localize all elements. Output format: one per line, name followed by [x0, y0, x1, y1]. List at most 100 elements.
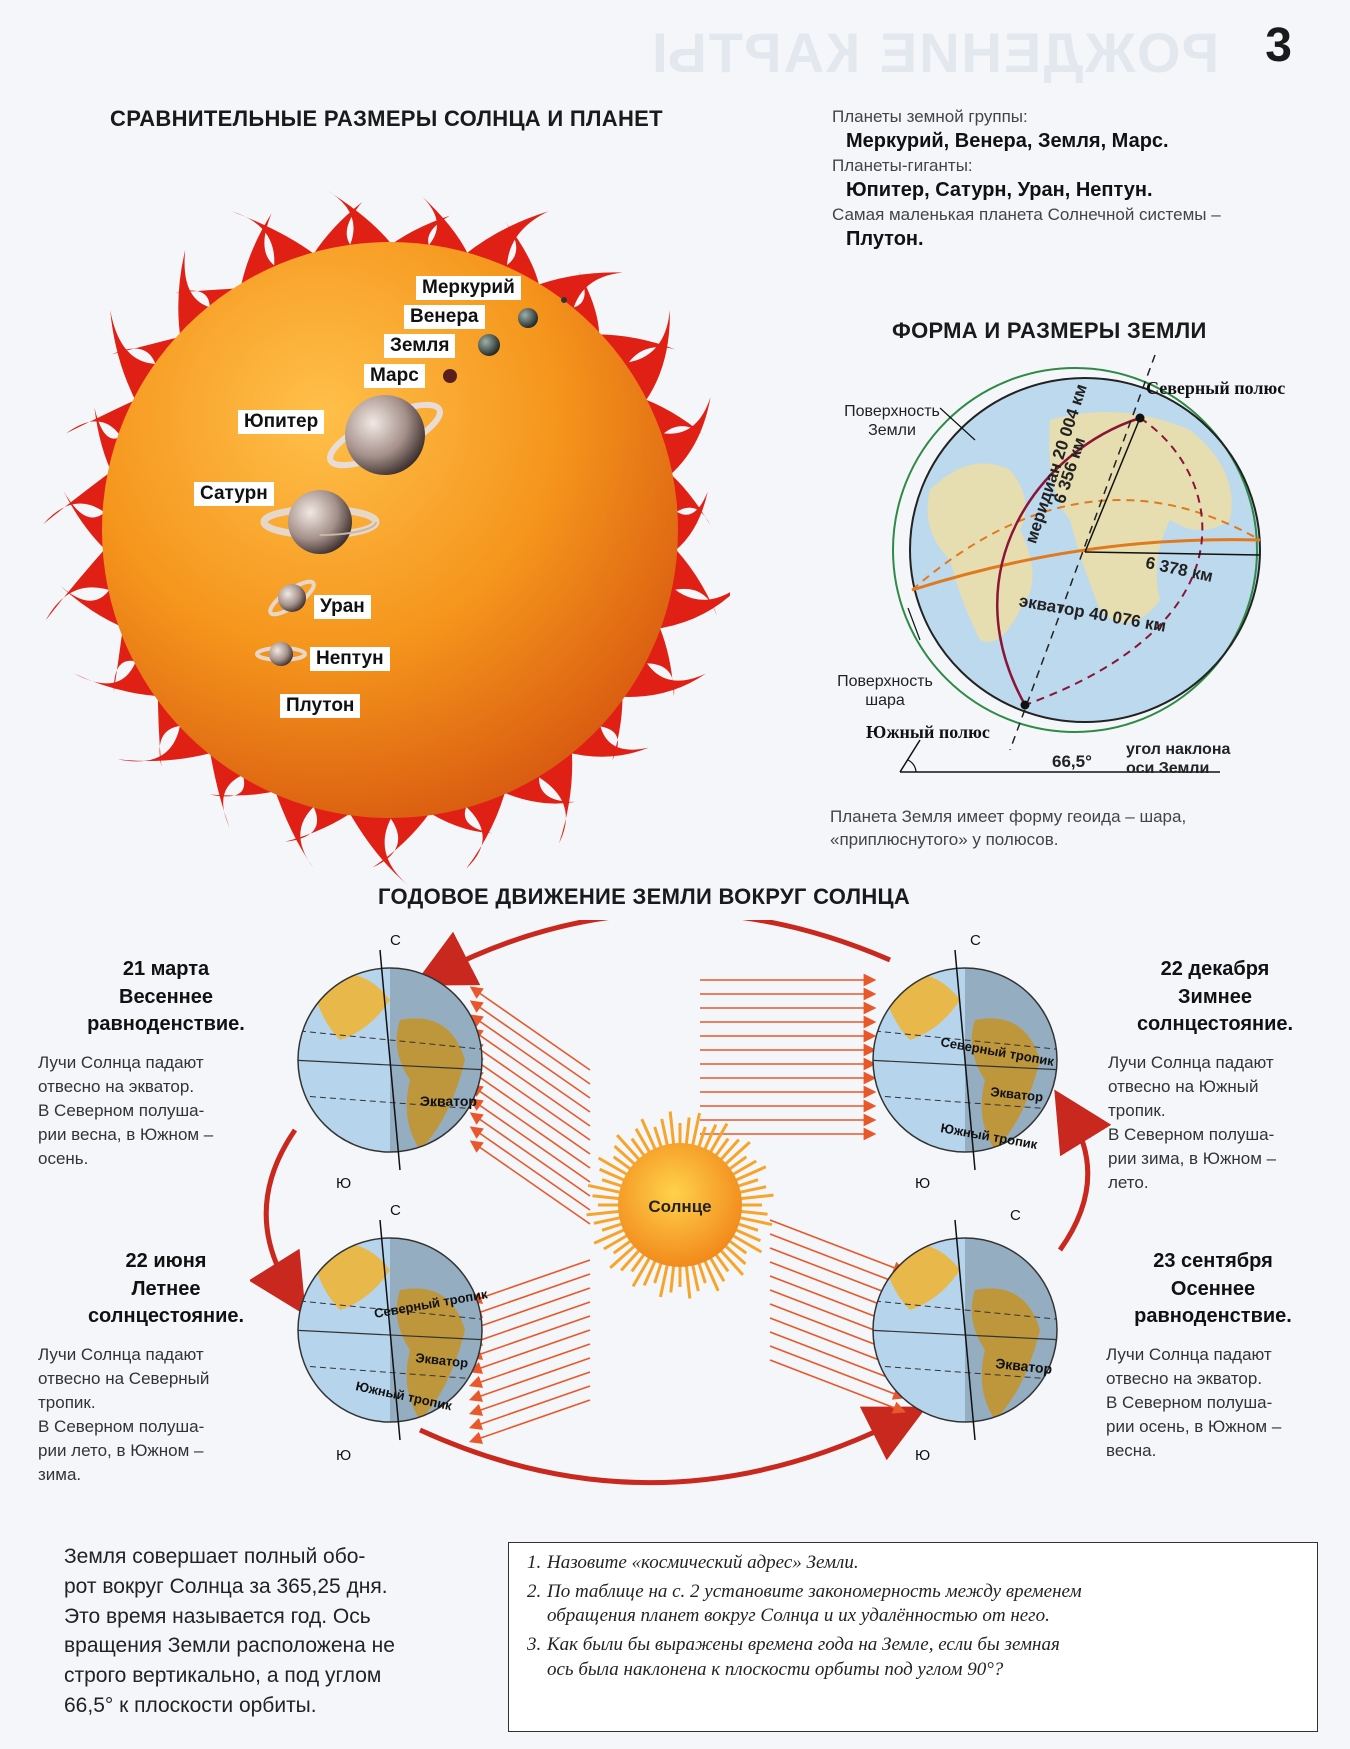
earth-section-title: ФОРМА И РАЗМЕРЫ ЗЕМЛИ	[892, 318, 1207, 343]
globe-december	[872, 949, 1058, 1171]
sun-planets-figure	[43, 189, 730, 886]
mercury-planet	[561, 297, 567, 303]
giants-label: Планеты-гиганты:	[832, 156, 973, 176]
sun-ray	[468, 1343, 591, 1388]
venus-planet	[518, 308, 538, 328]
december-equator-label: Экватор	[990, 1084, 1044, 1104]
orbit-arrow-bottom	[418, 1406, 927, 1486]
earth-surface-label: Поверхность Земли	[844, 403, 940, 440]
sun-disc	[102, 242, 678, 818]
season-march: 21 марта Весеннее равноденствие. Лучи Со…	[38, 958, 245, 1169]
sun-ray	[769, 1233, 906, 1288]
saturn-planet	[288, 490, 352, 554]
sun-ray	[469, 1000, 591, 1085]
questions-box: 1. Назовите «космический адрес» Земли. 2…	[508, 1542, 1318, 1732]
equatorial-radius-line	[1084, 551, 1261, 556]
march-equator-label: Экватор	[420, 1093, 477, 1109]
sun-flame	[651, 581, 730, 630]
sun-flame	[668, 491, 708, 556]
september-equator-label: Экватор	[995, 1355, 1053, 1377]
september-north-letter: С	[1010, 1207, 1021, 1224]
label-saturn: Сатурн	[194, 482, 274, 506]
sun-flame	[113, 618, 145, 692]
june-equator-label: Экватор	[415, 1350, 469, 1370]
equator-back	[911, 499, 1261, 591]
sun-flame	[635, 618, 675, 697]
sun-ray	[468, 1329, 591, 1374]
south-pole-label: Южный полюс	[866, 722, 990, 742]
question-3: 3. Как были бы выражены времена года на …	[527, 1634, 1060, 1680]
terrestrial-label: Планеты земной группы:	[832, 107, 1028, 126]
sun-ray	[769, 1345, 906, 1400]
question-1: 1. Назовите «космический адрес» Земли.	[527, 1552, 859, 1573]
sun-label: Солнце	[648, 1197, 711, 1216]
orbit-figure: Солнце	[250, 920, 1112, 1486]
sun-flame	[662, 543, 717, 616]
meridian-front	[996, 416, 1141, 706]
sphere-outline	[892, 367, 1258, 733]
label-mars: Марс	[364, 364, 425, 388]
question-2: 2. По таблице на с. 2 установите законом…	[527, 1580, 1082, 1627]
jupiter-planet	[345, 395, 425, 475]
tilt-angle-label: угол наклона оси Земли	[1126, 741, 1231, 778]
label-neptune: Нептун	[310, 647, 390, 671]
sun-ray	[469, 986, 591, 1071]
sun-ray	[769, 1219, 906, 1274]
sun-ray	[469, 1140, 591, 1225]
sun-ray	[468, 1259, 591, 1304]
sun-flame	[345, 806, 409, 886]
globe-june	[297, 1219, 483, 1441]
page-number: 3	[1265, 19, 1292, 72]
label-venus: Венера	[404, 305, 485, 329]
sun-ray	[468, 1315, 591, 1360]
terrestrial-list: Меркурий, Венера, Земля, Марс.	[846, 130, 1169, 153]
sun-flame	[43, 467, 118, 525]
sun-ray	[469, 1098, 591, 1183]
giants-list: Юпитер, Сатурн, Уран, Нептун.	[846, 179, 1153, 202]
sun-ray	[468, 1287, 591, 1332]
sun-flame	[561, 716, 649, 757]
sun-ray	[468, 1273, 591, 1318]
sun-ray	[469, 1014, 591, 1099]
sun-ray	[468, 1357, 591, 1402]
earth-planet	[478, 334, 500, 356]
smallest-label: Самая маленькая планета Солнечной систем…	[832, 205, 1221, 225]
sun-ray	[469, 1028, 591, 1113]
planet-groups-info: Планеты земной группы: Меркурий, Венера,…	[832, 106, 1312, 253]
orbit-arrow-top	[413, 920, 891, 986]
sun-ray	[769, 1247, 906, 1302]
sun-ray	[468, 1399, 591, 1444]
sun-ray	[469, 1084, 591, 1169]
march-south-letter: Ю	[336, 1175, 351, 1192]
september-south-letter: Ю	[915, 1447, 930, 1464]
sun-flame	[325, 189, 397, 254]
globe-september	[872, 1219, 1058, 1441]
label-uranus: Уран	[314, 595, 371, 619]
polar-radius-line	[1084, 417, 1141, 553]
sun-flame	[45, 543, 118, 621]
central-sun	[618, 1143, 742, 1267]
sun-section-title: СРАВНИТЕЛЬНЫЕ РАЗМЕРЫ СОЛНЦА И ПЛАНЕТ	[110, 106, 663, 131]
uranus-planet	[278, 584, 306, 612]
north-pole-label: Северный полюс	[1146, 378, 1286, 398]
sun-flame	[590, 334, 676, 374]
year-explanation: Земля совершает полный обо- рот вокруг С…	[64, 1545, 395, 1718]
sun-ray	[769, 1359, 906, 1414]
label-jupiter: Юпитер	[238, 410, 325, 434]
june-north-letter: С	[390, 1202, 401, 1219]
sun-flame	[495, 766, 576, 804]
sun-ray	[469, 1042, 591, 1127]
orbit-arrow-left	[250, 1128, 306, 1316]
sun-flame	[178, 249, 219, 344]
sun-ray	[469, 1070, 591, 1155]
sun-ray	[469, 1126, 591, 1211]
sun-ray	[468, 1371, 591, 1416]
neptune-planet	[269, 642, 293, 666]
label-pluto: Плутон	[280, 694, 361, 718]
sun-ray	[468, 1385, 591, 1430]
orbit-arrow-right	[1054, 1089, 1112, 1252]
tilt-angle-value: 66,5°	[1052, 752, 1092, 771]
earth-shape-figure: меридиан 20 004 км	[892, 354, 1261, 773]
mars-planet	[443, 369, 457, 383]
